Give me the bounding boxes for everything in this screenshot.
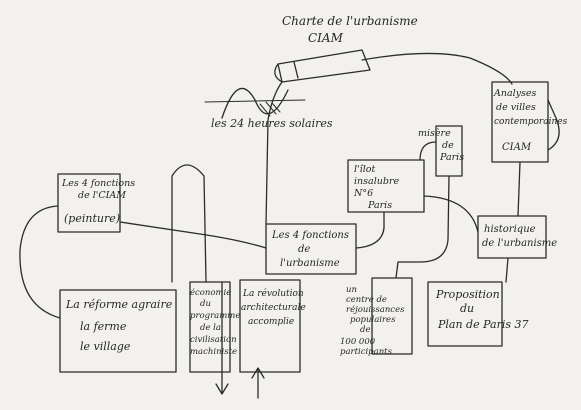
proposition-line-1: Proposition <box>435 288 500 301</box>
connector-lines <box>19 52 560 399</box>
analyses-line-4: CIAM <box>502 142 532 153</box>
historique-line-2: de l'urbanisme <box>482 238 557 249</box>
centre-line-5: de <box>360 325 370 335</box>
misere-line-1: misère <box>418 128 451 139</box>
title-line-1: Charte de l'urbanisme <box>282 14 418 28</box>
revolution-line-2: architecturale <box>241 303 306 313</box>
ilot-line-1: l'îlot <box>354 164 375 175</box>
centre-line-4: populaires <box>350 315 396 325</box>
centre-line-6: 100 000 <box>340 337 376 347</box>
historique-line-1: historique <box>484 224 536 235</box>
proposition-line-2: du <box>460 302 474 315</box>
node-centre-rejouissances: un centre de réjouissances populaires de… <box>340 277 413 357</box>
node-revolution: La révolution architecturale accomplie <box>239 279 306 373</box>
fonctions-urbanisme-line-3: l'urbanisme <box>280 258 340 269</box>
centre-line-2: centre de <box>346 295 387 305</box>
node-misere-paris: misère de Paris <box>418 125 464 177</box>
title-line-2: CIAM <box>308 31 344 45</box>
fonctions-urbanisme-line-1: Les 4 fonctions <box>271 230 349 241</box>
ilot-line-3: N°6 <box>353 188 373 199</box>
centre-line-1: un <box>346 285 357 295</box>
node-proposition-plan: Proposition du Plan de Paris 37 <box>427 281 529 347</box>
economie-line-6: machiniste <box>190 347 237 357</box>
economie-line-1: économie <box>190 287 231 298</box>
proposition-line-3: Plan de Paris 37 <box>437 318 529 331</box>
node-reforme-agraire: La réforme agraire la ferme le village <box>59 289 177 373</box>
economie-line-3: programme <box>190 311 240 321</box>
economie-line-5: civilisation <box>190 335 237 345</box>
analyses-line-1: Analyses <box>493 88 537 99</box>
economie-line-4: de la <box>200 323 221 333</box>
label-24-heures: les 24 heures solaires <box>211 117 333 130</box>
revolution-line-1: La révolution <box>242 288 304 299</box>
node-ilot-insalubre: l'îlot insalubre N°6 Paris <box>347 159 425 213</box>
fonctions-urbanisme-line-2: de <box>298 244 310 255</box>
title-node: Charte de l'urbanisme CIAM <box>282 14 418 45</box>
reforme-line-3: le village <box>80 340 131 353</box>
peinture-label: (peinture) <box>64 212 120 225</box>
charter-scroll <box>274 49 371 83</box>
ilot-line-4: Paris <box>367 200 392 211</box>
node-fonctions-urbanisme: Les 4 fonctions de l'urbanisme <box>265 223 357 275</box>
analyses-line-2: de villes <box>496 102 536 113</box>
revolution-line-3: accomplie <box>248 317 294 327</box>
node-historique: historique de l'urbanisme <box>477 215 557 259</box>
reforme-line-2: la ferme <box>80 320 127 333</box>
centre-line-7: participants <box>340 347 393 357</box>
analyses-line-3: contemporaines <box>494 117 568 127</box>
node-economie: économie du programme de la civilisation… <box>189 281 240 373</box>
ilot-line-2: insalubre <box>354 176 399 187</box>
reforme-line-1: La réforme agraire <box>65 298 173 311</box>
node-fonctions-ciam: Les 4 fonctions de l'CIAM (peinture) <box>57 173 135 233</box>
fonctions-ciam-line-2: de l'CIAM <box>78 190 126 201</box>
misere-line-2: de <box>442 140 454 151</box>
misere-line-3: Paris <box>439 152 464 163</box>
node-analyses-villes: Analyses de villes contemporaines CIAM <box>491 81 568 163</box>
fonctions-ciam-line-1: Les 4 fonctions <box>61 178 135 189</box>
economie-line-2: du <box>200 299 211 309</box>
centre-line-3: réjouissances <box>346 304 405 315</box>
sun-path-sketch: les 24 heures solaires <box>204 88 333 130</box>
